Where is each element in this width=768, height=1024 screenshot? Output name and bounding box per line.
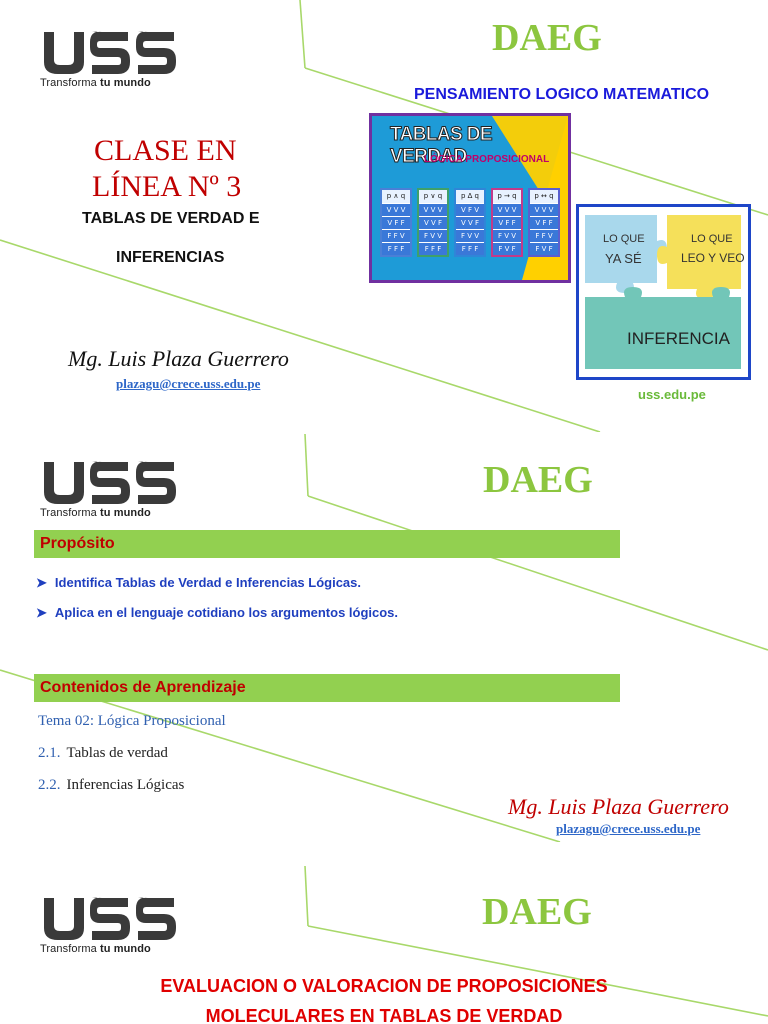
poster-table-cell: V V F — [419, 216, 447, 229]
website-label[interactable]: uss.edu.pe — [638, 387, 706, 402]
author-name: Mg. Luis Plaza Guerrero — [508, 794, 729, 819]
author-name: Mg. Luis Plaza Guerrero — [68, 346, 289, 371]
slide-1: Transforma tu mundo DAEG PENSAMIENTO LOG… — [0, 0, 768, 432]
slide-3-heading-line1: EVALUACION O VALORACION DE PROPOSICIONES — [160, 976, 608, 996]
poster-table-cell: V F F — [382, 216, 410, 229]
poster-table-header: p ∆ q — [456, 190, 484, 203]
slide-3: Transforma tu mundo DAEG EVALUACION O VA… — [0, 866, 768, 1024]
poster-table-cell: V F F — [530, 216, 558, 229]
daeg-title: DAEG — [482, 891, 592, 933]
puzzle-art — [585, 215, 741, 369]
class-label-line1: CLASE EN — [94, 134, 237, 167]
poster-table-cell: V V V — [493, 203, 521, 216]
uss-logo: Transforma tu mundo — [40, 460, 180, 519]
arrow-bullet-icon: ➤ — [36, 605, 47, 620]
uss-logo: Transforma tu mundo — [40, 30, 180, 89]
toc-item: 2.1.Tablas de verdad — [38, 745, 168, 761]
poster-table-cell: F F V — [382, 229, 410, 242]
puzzle-piece-known-line1: LO QUE — [603, 233, 645, 245]
poster-table-cell: F F F — [456, 242, 484, 255]
poster-table-cell: V V V — [382, 203, 410, 216]
poster-table-cell: F V V — [419, 229, 447, 242]
poster-table-cell: F V F — [530, 242, 558, 255]
poster-table-cell: V V F — [456, 216, 484, 229]
toc-item: 2.2.Inferencias Lógicas — [38, 777, 185, 793]
poster-table-cell: F F F — [419, 242, 447, 255]
purpose-item: ➤Identifica Tablas de Verdad e Inferenci… — [36, 575, 361, 590]
logo-tagline: Transforma tu mundo — [40, 77, 151, 89]
logo-tagline: Transforma tu mundo — [40, 507, 151, 519]
class-label-line2: LÍNEA Nº 3 — [92, 170, 242, 203]
daeg-title: DAEG — [483, 459, 593, 501]
logo-tagline: Transforma tu mundo — [40, 943, 151, 955]
daeg-title: DAEG — [492, 17, 602, 59]
puzzle-piece-seen-line2: LEO Y VEO — [681, 251, 745, 265]
poster-table-header: p ↔ q — [530, 190, 558, 203]
poster-table-cell: F V V — [456, 229, 484, 242]
uss-logo: Transforma tu mundo — [40, 896, 180, 955]
puzzle-piece-known-line2: YA SÉ — [605, 251, 642, 266]
slide-3-heading-line2: MOLECULARES EN TABLAS DE VERDAD — [205, 1006, 563, 1024]
poster-table-cell: V V V — [530, 203, 558, 216]
inference-puzzle: LO QUE YA SÉ LO QUE LEO Y VEO INFERENCIA — [576, 204, 751, 380]
poster-table-cell: V V V — [419, 203, 447, 216]
truth-table-poster: TABLAS DE VERDAD LÓGICA PROPOSICIONAL p … — [369, 113, 571, 283]
poster-table-cell: V F V — [456, 203, 484, 216]
puzzle-piece-inference: INFERENCIA — [627, 329, 730, 348]
puzzle-piece-seen-line1: LO QUE — [691, 233, 733, 245]
purpose-item: ➤Aplica en el lenguaje cotidiano los arg… — [36, 605, 399, 620]
poster-table-cell: F F V — [530, 229, 558, 242]
purpose-bar — [34, 530, 620, 558]
course-title: PENSAMIENTO LOGICO MATEMATICO — [414, 86, 710, 103]
uss-logo-mark — [44, 897, 176, 940]
uss-logo-mark — [44, 31, 176, 74]
poster-table-cell: F V F — [493, 242, 521, 255]
poster-subtitle: LÓGICA PROPOSICIONAL — [424, 154, 550, 165]
poster-table-header: p ∧ q — [382, 190, 410, 203]
content-bar — [34, 674, 620, 702]
slide-2: Transforma tu mundo DAEG Propósito ➤Iden… — [0, 434, 768, 842]
arrow-bullet-icon: ➤ — [36, 575, 47, 590]
topic-heading: Tema 02: Lógica Proposicional — [38, 713, 226, 729]
poster-table-header: p ∨ q — [419, 190, 447, 203]
content-title: Contenidos de Aprendizaje — [40, 679, 246, 696]
uss-logo-mark — [44, 461, 176, 504]
poster-table-cell: F F F — [382, 242, 410, 255]
poster-table-cell: F V V — [493, 229, 521, 242]
purpose-title: Propósito — [40, 535, 115, 552]
topic-line2: INFERENCIAS — [116, 249, 225, 266]
poster-table-cell: V F F — [493, 216, 521, 229]
author-email[interactable]: plazagu@crece.uss.edu.pe — [116, 376, 261, 391]
author-email[interactable]: plazagu@crece.uss.edu.pe — [556, 821, 701, 836]
topic-line1: TABLAS DE VERDAD E — [82, 210, 260, 227]
poster-title: TABLAS DE VERDAD — [390, 124, 494, 168]
poster-table-header: p → q — [493, 190, 521, 203]
slide-3-decoration — [304, 866, 768, 1017]
